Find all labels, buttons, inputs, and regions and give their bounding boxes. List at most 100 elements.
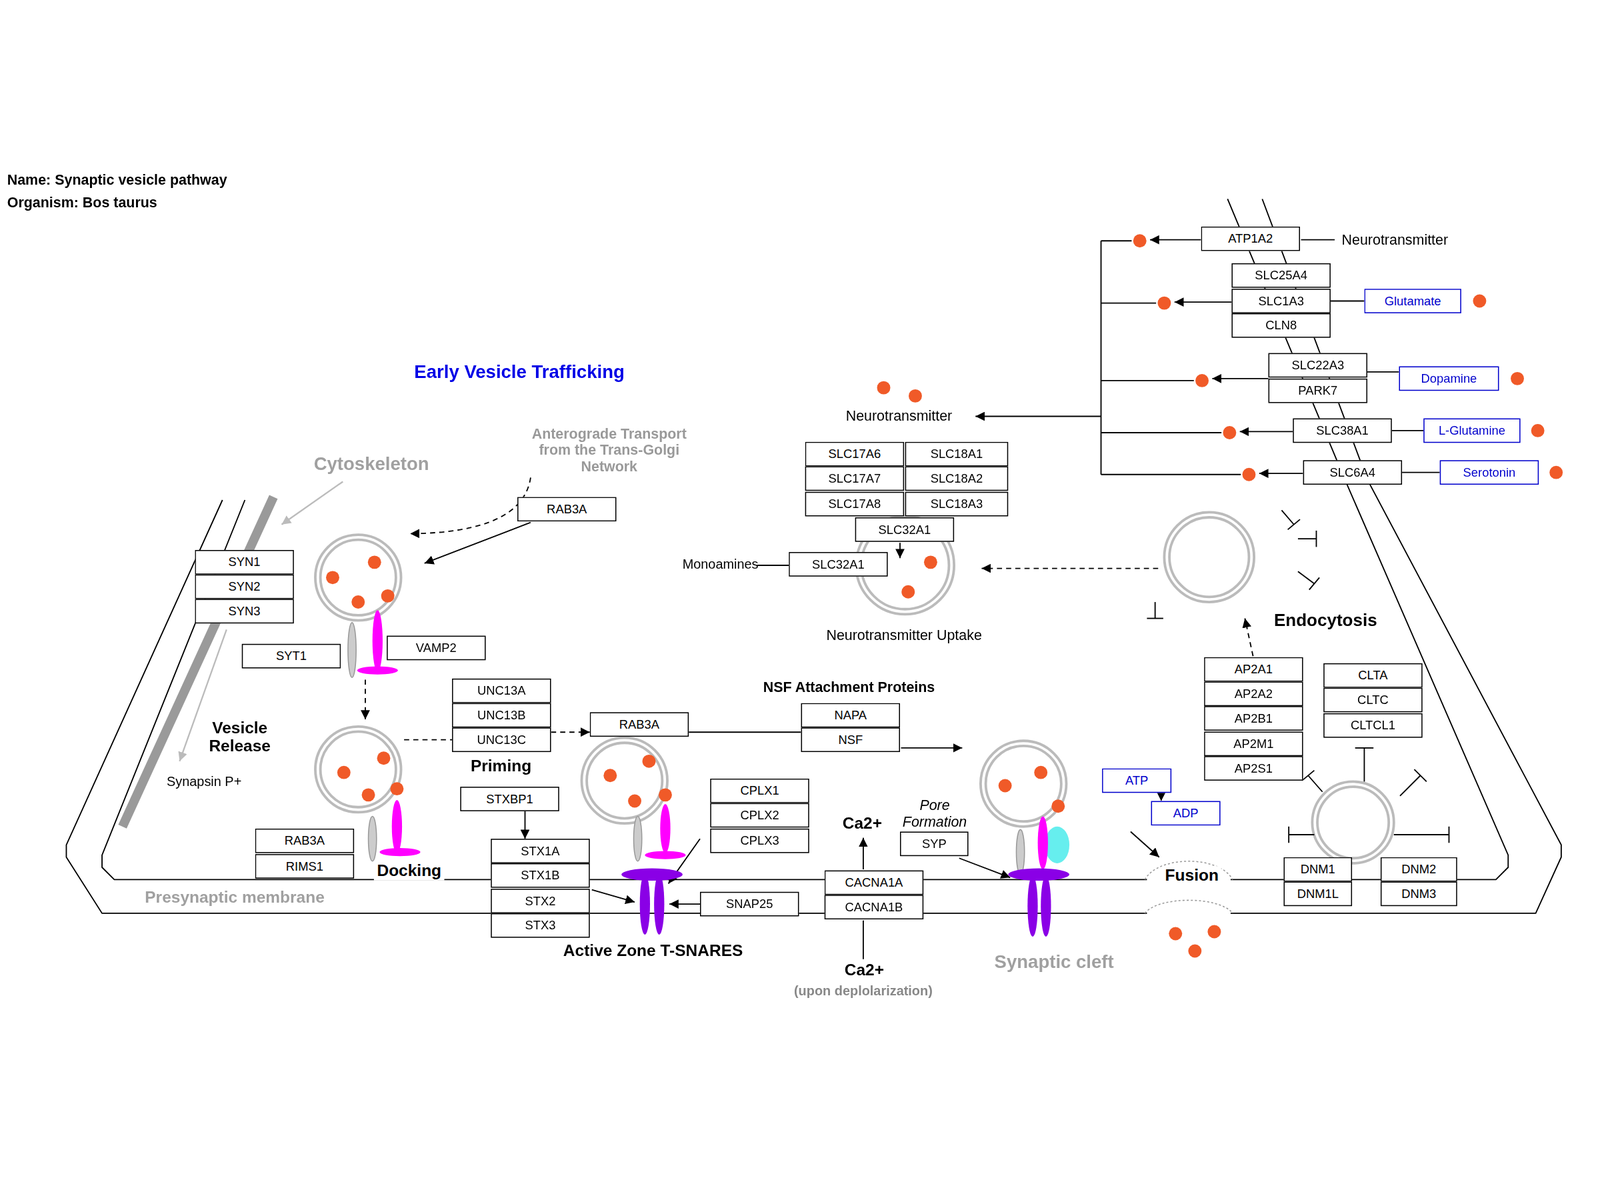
text-label: Synaptic cleft: [994, 952, 1114, 974]
box-text: SYN2: [228, 579, 261, 594]
neurotransmitter-dot: [1472, 294, 1486, 308]
membrane-inner: [102, 198, 1508, 880]
t-snare: [640, 873, 650, 935]
line: [757, 564, 789, 566]
box-text: AP2B1: [1234, 711, 1273, 726]
synaptotagmin: [1016, 829, 1024, 874]
gene-box: RAB3A: [517, 496, 616, 522]
inhibition: [1316, 530, 1318, 547]
connector: [1330, 300, 1365, 302]
gene-box: SLC6A4: [1303, 460, 1402, 485]
text-label: Ca2+: [842, 814, 882, 833]
gene-box: CLN8: [1231, 313, 1330, 338]
inhibition: [1394, 834, 1450, 836]
gene-box: ATP1A2: [1201, 226, 1300, 252]
text-label: Neurotransmitter Uptake: [826, 626, 982, 644]
neurotransmitter-dot: [603, 768, 617, 782]
gene-box: CACNA1A: [824, 870, 924, 896]
text-label: Early Vesicle Trafficking: [414, 362, 624, 384]
neurotransmitter-dot: [877, 381, 891, 395]
v-snare: [379, 848, 420, 856]
box-text: SLC17A6: [828, 446, 882, 461]
neurotransmitter-dot: [368, 555, 382, 569]
text-label: (upon deplolarization): [794, 984, 933, 1000]
gene-box: SLC17A8: [805, 492, 904, 517]
box-text: NAPA: [834, 708, 867, 722]
box-text: AP2A1: [1234, 662, 1273, 676]
dashed-arrow: [981, 568, 1158, 570]
neurotransmitter-dot: [1222, 426, 1236, 440]
arrow: [899, 542, 901, 558]
gene-box: STXBP1: [460, 786, 559, 812]
inhibition: [1302, 770, 1314, 781]
gene-box: PARK7: [1268, 378, 1368, 404]
gene-box: SNAP25: [700, 892, 799, 917]
box-text: ATP: [1125, 773, 1148, 788]
box-text: DNM1: [1300, 862, 1336, 876]
gene-box: SLC1A3: [1231, 288, 1330, 314]
inhibition: [1298, 538, 1317, 540]
box-text: SLC22A3: [1291, 358, 1344, 372]
inhibition: [1298, 571, 1314, 584]
membrane-outer: [66, 198, 1561, 913]
text-label: Docking: [374, 862, 445, 881]
neurotransmitter-dot: [908, 389, 922, 403]
box-text: SLC17A7: [828, 471, 882, 486]
gene-box: AP2A2: [1204, 681, 1303, 706]
vesicle: [1169, 517, 1249, 597]
synaptotagmin: [348, 622, 356, 678]
line: [1301, 239, 1336, 241]
connector: [524, 811, 526, 839]
gene-box: UNC13B: [452, 703, 551, 728]
gene-box: SYT1: [242, 644, 341, 669]
neurotransmitter-dot: [628, 794, 642, 808]
gene-box: DNM3: [1380, 881, 1458, 906]
metabolite-box: Dopamine: [1398, 366, 1499, 391]
dashed-arrow: [364, 679, 366, 720]
inhibition: [1288, 826, 1290, 843]
box-text: UNC13C: [477, 732, 526, 747]
box-text: NSF: [838, 732, 863, 747]
metabolite-box: ATP: [1102, 768, 1172, 794]
box-text: SLC18A1: [930, 446, 984, 461]
box-text: SYP: [922, 836, 947, 851]
neurotransmitter-dot: [390, 782, 404, 796]
vesicle: [315, 534, 402, 621]
gene-box: UNC13C: [452, 727, 551, 752]
inhibition: [1414, 769, 1426, 782]
vesicle: [586, 742, 662, 818]
neurotransmitter-dot: [1188, 944, 1202, 958]
dashed-line: [404, 739, 452, 741]
neurotransmitter-dot: [901, 585, 915, 599]
box-text: CPLX3: [740, 834, 779, 848]
box-text: STX2: [524, 894, 556, 908]
gene-box: STX1A: [490, 838, 590, 864]
gene-box: VAMP2: [386, 636, 486, 661]
neurotransmitter-dot: [642, 754, 656, 768]
arrow: [1240, 431, 1294, 433]
inhibition: [1146, 618, 1163, 620]
neurotransmitter-dot: [1510, 372, 1524, 386]
gene-box: SYN2: [194, 574, 294, 600]
box-text: SLC25A4: [1254, 268, 1308, 283]
gene-box: STX2: [490, 888, 590, 914]
box-text: SLC18A3: [930, 496, 984, 511]
neurotransmitter-dot: [351, 595, 365, 609]
vesicle: [1164, 512, 1254, 602]
gene-box: AP2B1: [1204, 706, 1303, 731]
box-text: CLTCL1: [1350, 718, 1396, 733]
text-label: Active Zone T-SNARES: [563, 941, 743, 960]
vesicle: [1317, 786, 1389, 858]
neurotransmitter-dot: [1034, 766, 1048, 780]
v-snare: [392, 800, 402, 854]
t-snare: [621, 868, 683, 881]
box-text: SLC32A1: [812, 557, 865, 572]
box-text: AP2M1: [1233, 736, 1274, 751]
vesicle: [320, 540, 396, 616]
inhibition: [1400, 775, 1421, 796]
bracket: [1101, 432, 1222, 434]
inhibition: [1288, 834, 1314, 836]
neurotransmitter-dot: [998, 779, 1012, 793]
t-snare: [654, 873, 664, 935]
